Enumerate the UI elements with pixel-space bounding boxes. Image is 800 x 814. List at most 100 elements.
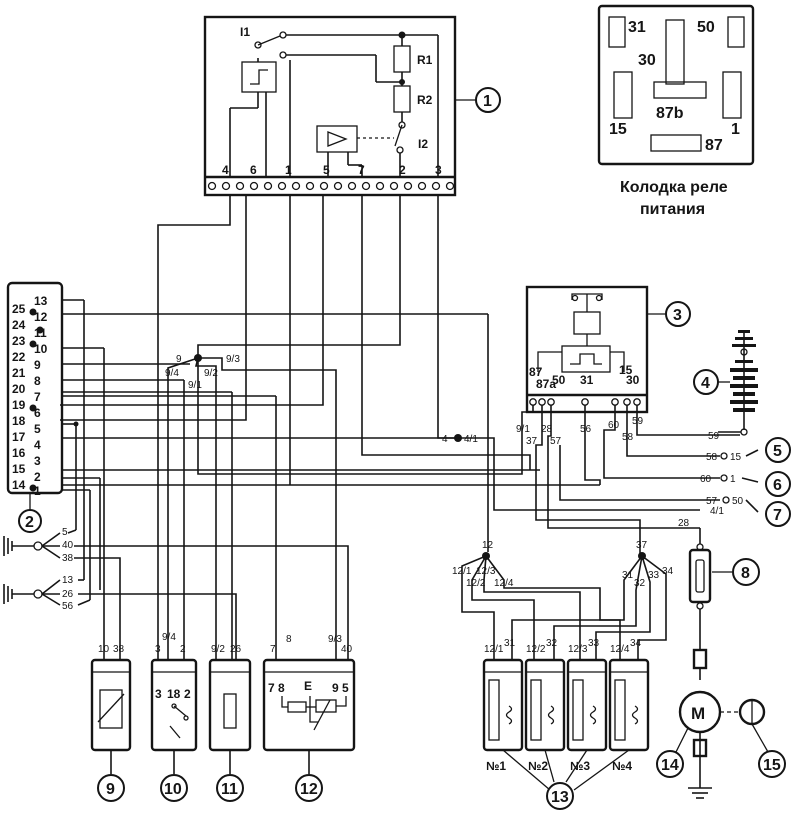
inj3-label: №3 xyxy=(570,759,590,773)
callout-4: 4 xyxy=(701,375,710,392)
junction-122-label: 12/2 xyxy=(466,578,486,589)
relay-wire-28: 28 xyxy=(541,424,553,435)
ground-group-2: 13 26 56 xyxy=(3,575,237,660)
inj3-pin-a: 12/3 xyxy=(568,644,588,655)
comp12-pin-93: 9/3 xyxy=(328,634,342,645)
socket-pin-30: 30 xyxy=(638,52,656,69)
motor-label: M xyxy=(691,704,705,723)
relay-pin-87: 87 xyxy=(529,365,543,379)
battery-4: 4 xyxy=(693,330,758,436)
main-relay-3: 87 87a 50 31 15 30 xyxy=(525,285,666,414)
component-9: 10 38 9 xyxy=(90,644,132,802)
ecu-pin-1: 1 xyxy=(285,163,292,177)
conn-pin-8: 8 xyxy=(34,374,41,388)
comp12-term-e: E xyxy=(304,679,312,693)
injector-group-callout: 13 xyxy=(502,749,630,810)
conn-pin-12: 12 xyxy=(34,310,48,324)
callout-5: 5 xyxy=(773,443,782,460)
callout-13: 13 xyxy=(551,789,569,806)
conn-pin-3: 3 xyxy=(34,454,41,468)
relay-wire-60: 60 xyxy=(608,420,620,431)
callout-15: 15 xyxy=(763,757,781,774)
ecu-pin-7: 7 xyxy=(358,163,365,177)
callout-14: 14 xyxy=(661,757,679,774)
callout-3: 3 xyxy=(673,307,682,324)
ground1-wire-40: 40 xyxy=(62,540,74,551)
relay-pin-15: 15 xyxy=(619,363,633,377)
inj2-label: №2 xyxy=(528,759,548,773)
conn-pin-5: 5 xyxy=(34,422,41,436)
callout-2: 2 xyxy=(25,514,34,531)
socket-pin-15: 15 xyxy=(609,121,627,138)
relay-pin-87a: 87a xyxy=(536,377,556,391)
conn-pin-18: 18 xyxy=(12,414,26,428)
injector-1: 12/1 31 №1 xyxy=(482,638,524,773)
conn-pin-1: 1 xyxy=(34,484,41,498)
junction-37-label: 37 xyxy=(636,540,648,551)
ground2-wire-13: 13 xyxy=(62,575,74,586)
splice-41-label: 4/1 xyxy=(464,434,478,445)
socket-pin-87: 87 xyxy=(705,137,723,154)
callout-9: 9 xyxy=(106,781,115,798)
callout-6: 6 xyxy=(773,477,782,494)
inj4-label: №4 xyxy=(612,759,632,773)
conn-pin-10: 10 xyxy=(34,342,48,356)
conn-pin-25: 25 xyxy=(12,302,26,316)
switch-i2-label: I2 xyxy=(418,137,428,151)
conn-pin-24: 24 xyxy=(12,318,26,332)
wire-15-label: 15 xyxy=(730,452,742,463)
comp12-pin-8: 8 xyxy=(286,634,292,645)
junction-92-label: 9/2 xyxy=(204,368,218,379)
component-8: 8 xyxy=(688,528,760,650)
socket-pin-87b: 87b xyxy=(656,105,684,122)
junction-93-label: 9/3 xyxy=(226,354,240,365)
comp11-pin-26: 26 xyxy=(230,644,242,655)
comp12-pin-40: 40 xyxy=(341,644,353,655)
ecu-pin-5: 5 xyxy=(323,163,330,177)
wire-1-label: 1 xyxy=(730,474,736,485)
conn-pin-15: 15 xyxy=(12,462,26,476)
comp10-pin-2: 2 xyxy=(180,644,186,655)
ecu-pin-wires xyxy=(60,195,520,660)
conn-pin-19: 19 xyxy=(12,398,26,412)
relay-wire-37: 37 xyxy=(526,436,538,447)
comp10-term-3: 3 xyxy=(155,687,162,701)
ecu-pin-3: 3 xyxy=(435,163,442,177)
component-12: 7 8 9/3 40 7 8 E 9 5 12 xyxy=(262,634,356,802)
signal-arrows: 59 58 15 5 60 1 6 57 50 7 4/1 28 xyxy=(678,431,791,529)
conn-pin-16: 16 xyxy=(12,446,26,460)
wire-57-label: 57 xyxy=(706,496,718,507)
inj3-pin-b: 33 xyxy=(588,638,600,649)
ground1-wire-5: 5 xyxy=(62,527,68,538)
relay-pin-31: 31 xyxy=(580,373,594,387)
motor-14: M 14 15 xyxy=(656,648,786,799)
wire-58-label: 58 xyxy=(706,452,718,463)
comp9-pin-10: 10 xyxy=(98,644,110,655)
connector-wires xyxy=(62,299,600,660)
comp10-term-18: 18 xyxy=(167,687,181,701)
comp12-term-9: 9 xyxy=(332,681,339,695)
component-10: 3 9/4 2 3 18 2 10 xyxy=(150,632,198,802)
inj4-pin-b: 34 xyxy=(630,638,642,649)
comp12-term-5: 5 xyxy=(342,681,349,695)
component-11: 9/2 26 11 xyxy=(208,644,252,802)
junction-12-label: 12 xyxy=(482,540,494,551)
junction-123-label: 12/3 xyxy=(476,566,496,577)
splice-4-label: 4 xyxy=(442,434,448,445)
relay-socket-caption: Колодка реле xyxy=(620,179,728,196)
callout-10: 10 xyxy=(164,781,182,798)
junction-34-label: 34 xyxy=(662,566,674,577)
inj1-label: №1 xyxy=(486,759,506,773)
comp12-term-7: 7 xyxy=(268,681,275,695)
connector-2: 13 12 25 11 24 10 23 9 22 8 21 7 20 6 19… xyxy=(6,281,64,498)
comp9-pin-38: 38 xyxy=(113,644,125,655)
conn-pin-6: 6 xyxy=(34,406,41,420)
relay-pin-30: 30 xyxy=(626,373,640,387)
ground2-wire-56: 56 xyxy=(62,601,74,612)
inj2-pin-a: 12/2 xyxy=(526,644,546,655)
conn-pin-17: 17 xyxy=(12,430,26,444)
junction-9-label: 9 xyxy=(176,354,182,365)
relay-socket: 31 30 50 87b 15 1 87 xyxy=(597,4,755,166)
wire-50-label: 50 xyxy=(732,496,744,507)
comp12-pin-7: 7 xyxy=(270,644,276,655)
